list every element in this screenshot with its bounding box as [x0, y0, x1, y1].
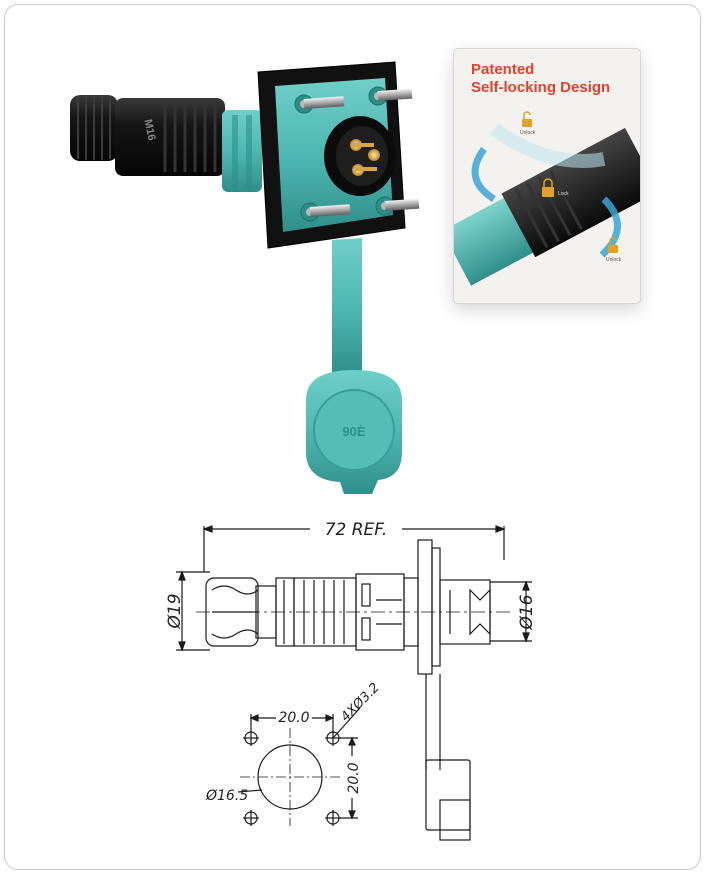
product-photo: M16 90È — [70, 61, 420, 494]
dim-body-diameter: Ø19 — [165, 593, 185, 629]
cap-marking: 90È — [342, 424, 365, 439]
mounting-flange — [257, 61, 420, 249]
dim-panel-cutout: Ø16.5 — [205, 788, 248, 804]
lock-icon: Lock — [542, 178, 569, 197]
lock-label-3: Unlock — [606, 257, 622, 263]
unlock-icon: Unlock — [520, 111, 536, 136]
self-locking-inset: Patented Self-locking Design — [454, 49, 640, 303]
connector-body: M16 — [115, 98, 225, 176]
dim-thread-diameter: Ø16 — [517, 594, 537, 630]
dim-hole-spacing-x: 20.0 — [278, 710, 309, 726]
inset-title-line1: Patented — [471, 61, 535, 78]
dim-hole-spacing-y: 20.0 — [346, 762, 362, 793]
body-marking: M16 — [141, 118, 157, 141]
dim-overall-length: 72 REF. — [325, 520, 388, 540]
inset-title-line2: Self-locking Design — [471, 79, 611, 96]
locking-ring — [222, 110, 262, 192]
dust-cap: 90È — [306, 238, 402, 494]
unlock-icon: Unlock — [606, 237, 622, 263]
lock-label-2: Lock — [558, 191, 569, 197]
lock-label-1: Unlock — [520, 130, 536, 136]
inset-title: Patented Self-locking Design — [471, 61, 610, 97]
cable-gland — [70, 95, 118, 161]
inset-illustration: Unlock Lock Unlock — [454, 111, 640, 286]
dim-holes: 4XØ3.2 — [338, 680, 382, 724]
